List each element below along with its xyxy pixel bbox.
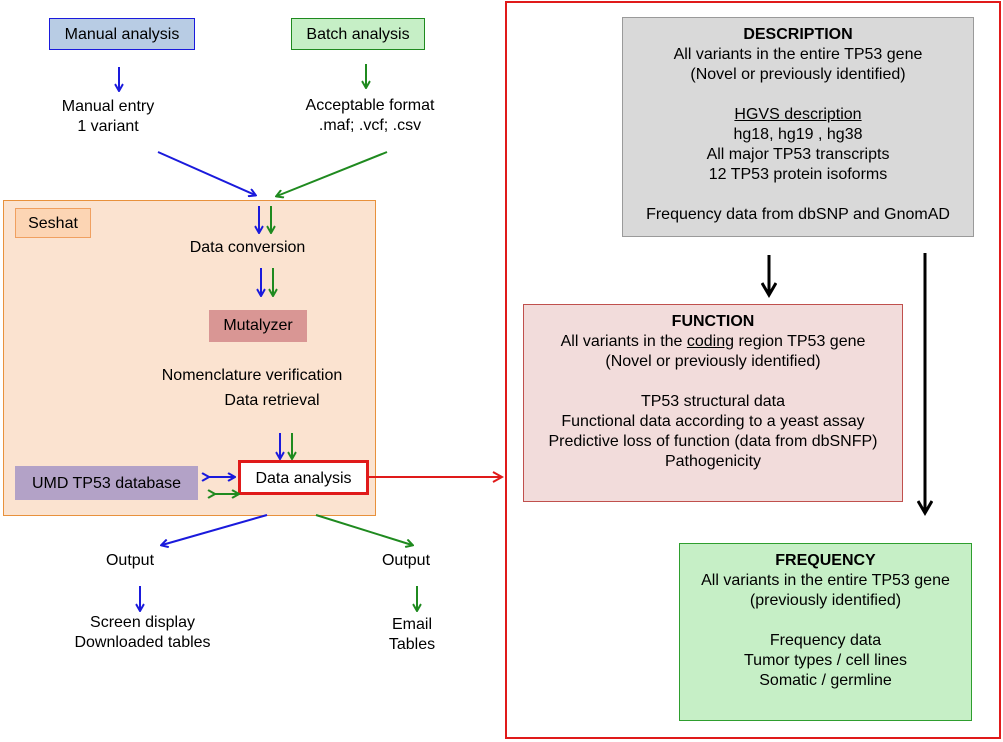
batch-analysis-label: Batch analysis <box>306 26 410 43</box>
function-line1-a: All variants in the <box>560 333 687 350</box>
description-line3: hg18, hg19 , hg38 <box>733 126 863 143</box>
output-left-title: Output <box>105 552 155 569</box>
output-right-title: Output <box>381 552 431 569</box>
frequency-line3: Frequency data <box>769 632 882 649</box>
frequency-line1: All variants in the entire TP53 gene <box>701 572 950 589</box>
manual-analysis-label: Manual analysis <box>64 26 180 43</box>
function-coding-word: coding <box>686 333 735 350</box>
output-left-line2: Downloaded tables <box>74 634 211 651</box>
frequency-title: FREQUENCY <box>775 552 876 569</box>
batch-format-line1: Acceptable format <box>305 97 435 114</box>
arrow-batch-to-seshat <box>277 151 388 196</box>
data-analysis-box: Data analysis <box>238 460 369 495</box>
seshat-label: Seshat <box>28 215 78 232</box>
description-panel: DESCRIPTION All variants in the entire T… <box>622 17 974 237</box>
umd-database-box: UMD TP53 database <box>15 466 198 500</box>
data-analysis-label: Data analysis <box>255 470 352 487</box>
function-line3: TP53 structural data <box>640 393 786 410</box>
data-conversion-label: Data conversion <box>189 239 306 256</box>
hgvs-heading: HGVS description <box>734 106 862 123</box>
description-line6: Frequency data from dbSNP and GnomAD <box>646 206 950 223</box>
function-line2: (Novel or previously identified) <box>605 353 821 370</box>
mutalyzer-box: Mutalyzer <box>209 310 307 342</box>
output-right-line2: Tables <box>388 636 436 653</box>
frequency-line2: (previously identified) <box>749 592 902 609</box>
function-panel: FUNCTION All variants in the coding regi… <box>523 304 903 502</box>
batch-format-line2: .maf; .vcf; .csv <box>318 117 422 134</box>
function-line1: All variants in the coding region TP53 g… <box>524 332 902 352</box>
results-container <box>505 1 1001 739</box>
description-line5: 12 TP53 protein isoforms <box>708 166 888 183</box>
function-line5: Predictive loss of function (data from d… <box>548 433 878 450</box>
description-line1: All variants in the entire TP53 gene <box>673 46 923 63</box>
manual-entry-line1: Manual entry <box>61 98 155 115</box>
manual-entry-line2: 1 variant <box>77 118 139 135</box>
description-title: DESCRIPTION <box>743 26 853 43</box>
nomenclature-verification-label: Nomenclature verification <box>161 367 343 384</box>
arrow-green-to-output <box>315 514 412 545</box>
function-line6: Pathogenicity <box>664 453 762 470</box>
output-left-line1: Screen display <box>90 614 195 631</box>
frequency-line5: Somatic / germline <box>759 672 892 689</box>
umd-database-label: UMD TP53 database <box>31 475 182 492</box>
batch-analysis-box: Batch analysis <box>291 18 425 50</box>
manual-analysis-box: Manual analysis <box>49 18 195 50</box>
function-title: FUNCTION <box>671 313 755 330</box>
description-line2: (Novel or previously identified) <box>690 66 906 83</box>
arrow-manual-to-seshat <box>157 151 255 195</box>
frequency-line4: Tumor types / cell lines <box>743 652 907 669</box>
arrow-blue-to-output <box>162 514 268 545</box>
seshat-label-box: Seshat <box>15 208 91 238</box>
frequency-panel: FREQUENCY All variants in the entire TP5… <box>679 543 972 721</box>
description-line4: All major TP53 transcripts <box>706 146 890 163</box>
function-line1-c: region TP53 gene <box>734 333 866 350</box>
output-right-line1: Email <box>391 616 432 633</box>
data-retrieval-label: Data retrieval <box>224 392 320 409</box>
mutalyzer-label: Mutalyzer <box>223 317 293 334</box>
function-line4: Functional data according to a yeast ass… <box>561 413 865 430</box>
